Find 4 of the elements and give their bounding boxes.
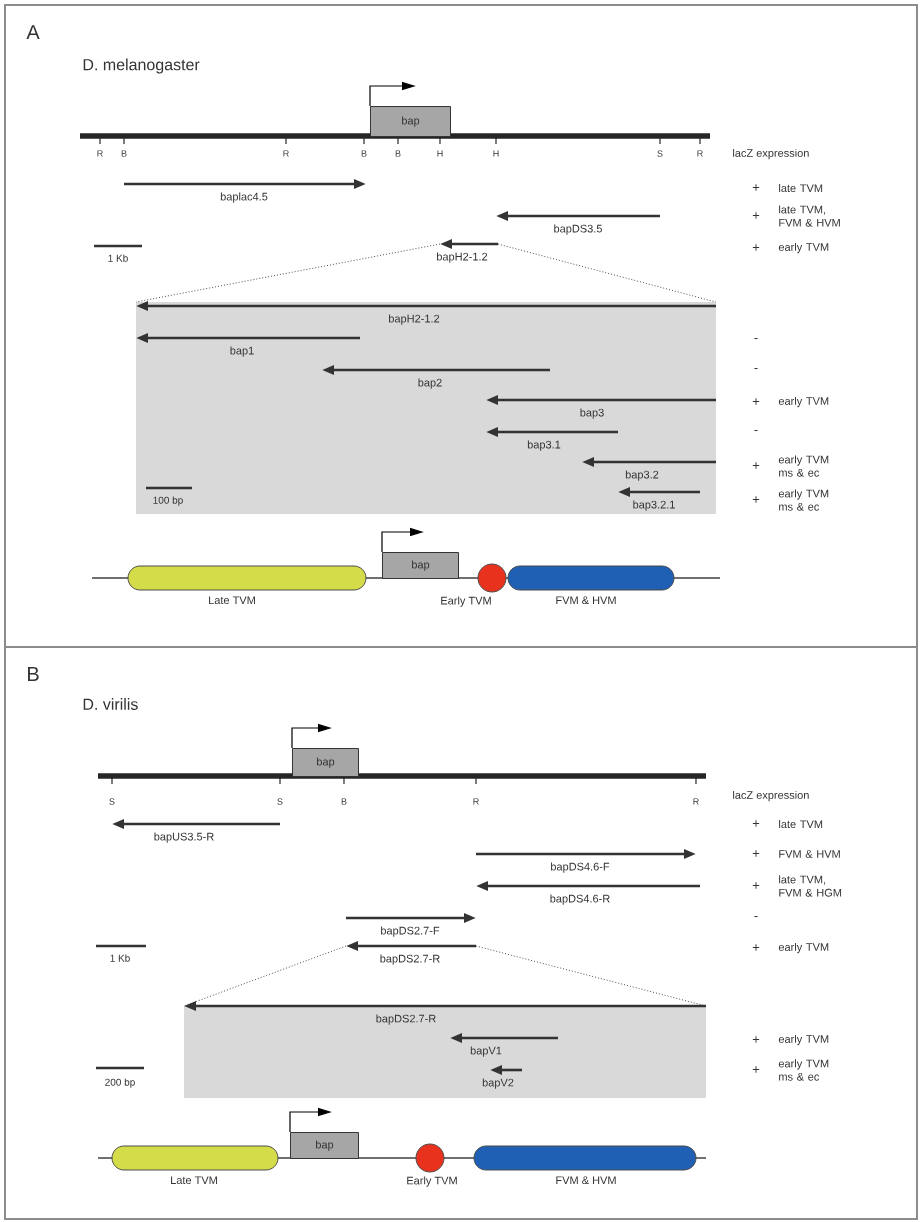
species-title: D. melanogaster [83, 58, 200, 74]
panel-letter: B [28, 667, 39, 681]
species-title: D. virilis [83, 698, 138, 710]
panel-letter: A [26, 25, 40, 39]
